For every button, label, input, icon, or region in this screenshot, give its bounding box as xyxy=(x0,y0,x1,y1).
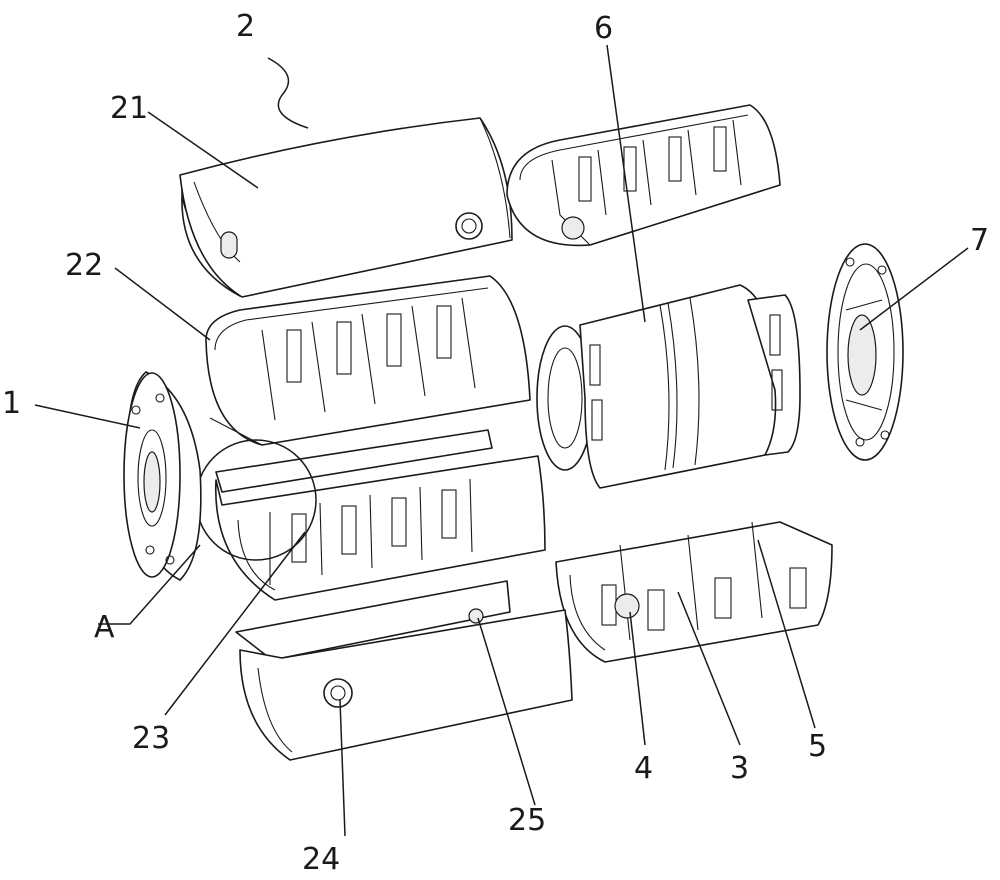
label-lower-clamp-left: 23 xyxy=(132,721,170,756)
left-flange-part xyxy=(123,371,202,581)
leader-detail-a xyxy=(98,544,201,625)
lower-clamp-left-part xyxy=(214,429,546,601)
label-center-sleeve: 6 xyxy=(594,11,613,46)
upper-clamp-right-part xyxy=(506,104,781,247)
leader-lower-clamp-right xyxy=(677,591,741,746)
center-sleeve-part xyxy=(536,284,801,489)
label-bottom-hole: 25 xyxy=(508,803,546,838)
bottom-cover-part xyxy=(235,580,573,761)
leader-spring-slot xyxy=(757,539,816,729)
label-detail-a: A xyxy=(94,610,115,645)
leader-pin xyxy=(629,611,646,746)
label-top-cover: 21 xyxy=(110,91,148,126)
leader-top-cover xyxy=(147,111,259,189)
leader-upper-clamp-left xyxy=(114,267,211,341)
label-spring-slot: 5 xyxy=(808,729,827,764)
leader-assembly xyxy=(267,57,309,129)
label-left-flange: 1 xyxy=(2,386,21,421)
leader-bottom-hole xyxy=(477,617,536,806)
top-cover-part xyxy=(179,117,513,298)
right-flange-part xyxy=(826,243,904,461)
lower-clamp-right-part xyxy=(555,521,833,663)
label-right-flange: 7 xyxy=(970,223,989,258)
label-pin: 4 xyxy=(634,751,653,786)
label-lower-clamp-right: 3 xyxy=(730,751,749,786)
leader-bottom-screw xyxy=(339,699,346,837)
label-assembly: 2 xyxy=(236,9,255,44)
upper-clamp-left-part xyxy=(205,275,531,446)
leader-lower-clamp-left xyxy=(164,531,306,716)
label-upper-clamp-left: 22 xyxy=(65,248,103,283)
leader-right-flange xyxy=(859,247,969,331)
leader-center-sleeve xyxy=(606,44,646,323)
leader-left-flange xyxy=(34,404,141,429)
label-bottom-screw: 24 xyxy=(302,842,340,877)
